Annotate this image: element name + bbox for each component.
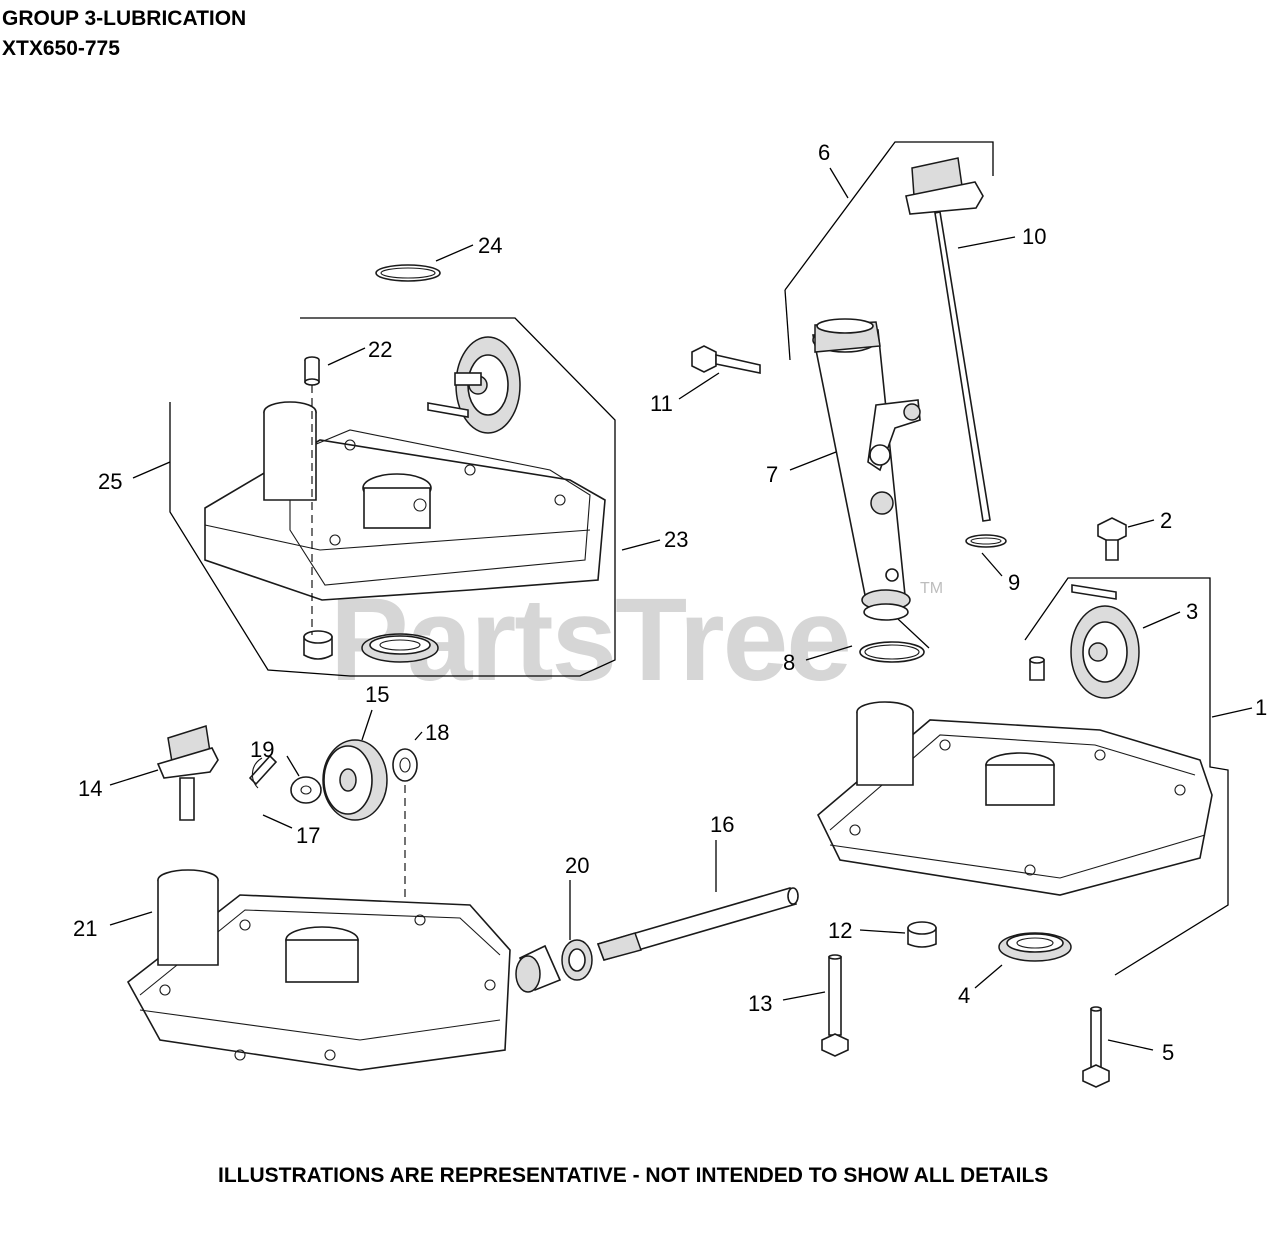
crankcase-cover-assembly-outline xyxy=(169,317,616,677)
callout-7: 7 xyxy=(766,462,778,487)
callout-8: 8 xyxy=(783,650,795,675)
callout-labels: 1 2 3 4 5 6 7 8 9 10 11 12 13 14 15 16 1… xyxy=(73,140,1267,1065)
callout-14: 14 xyxy=(78,776,102,801)
oil-fill-tube-7 xyxy=(812,318,921,621)
callout-24: 24 xyxy=(478,233,502,258)
bolt-5 xyxy=(1082,1006,1110,1088)
oil-seal-4 xyxy=(998,932,1072,962)
callout-25: 25 xyxy=(98,469,122,494)
washer-18 xyxy=(392,748,418,782)
disclaimer-note: ILLUSTRATIONS ARE REPRESENTATIVE - NOT I… xyxy=(218,1164,1049,1187)
dipstick-10 xyxy=(905,157,991,522)
governor-gear-3 xyxy=(1029,584,1140,699)
callout-9: 9 xyxy=(1008,570,1020,595)
oil-seal-upper-group xyxy=(361,633,439,663)
callout-2: 2 xyxy=(1160,508,1172,533)
callout-1: 1 xyxy=(1255,695,1267,720)
bolt-2 xyxy=(1097,517,1127,561)
callout-15: 15 xyxy=(365,682,389,707)
callout-21: 21 xyxy=(73,916,97,941)
right-crankcase-outline xyxy=(1024,577,1229,976)
bolt-11 xyxy=(691,345,761,374)
callout-13: 13 xyxy=(748,991,772,1016)
bolt-13 xyxy=(821,954,849,1057)
callout-19: 19 xyxy=(250,737,274,762)
o-ring-24 xyxy=(375,264,441,282)
callout-4: 4 xyxy=(958,983,970,1008)
oil-fill-cap-14 xyxy=(156,725,219,821)
callout-5: 5 xyxy=(1162,1040,1174,1065)
crankcase-cover-21 xyxy=(126,869,511,1071)
callout-23: 23 xyxy=(664,527,688,552)
o-ring-8 xyxy=(859,641,925,663)
oil-pan-upper xyxy=(204,401,606,601)
dowel-pin-22 xyxy=(304,356,320,386)
callout-22: 22 xyxy=(368,337,392,362)
watermark-trademark: TM xyxy=(920,580,943,597)
callout-16: 16 xyxy=(710,812,734,837)
callout-12: 12 xyxy=(828,918,852,943)
model-range: XTX650-775 xyxy=(2,37,120,60)
leader-lines xyxy=(109,167,1253,1051)
callout-17: 17 xyxy=(296,823,320,848)
callout-11: 11 xyxy=(650,391,673,416)
diagram-title: GROUP 3-LUBRICATION xyxy=(2,7,247,30)
callout-3: 3 xyxy=(1186,599,1198,624)
washer-19 xyxy=(290,776,322,804)
cotter-pin-17 xyxy=(248,754,278,789)
callout-10: 10 xyxy=(1022,224,1046,249)
plug-12 xyxy=(907,921,937,948)
callout-20: 20 xyxy=(565,853,589,878)
oil-pump-gear-15 xyxy=(322,739,388,821)
oil-pump-shaft-16 xyxy=(596,887,799,961)
crankcase-right-1 xyxy=(817,701,1213,896)
bearing-20 xyxy=(561,939,593,981)
governor-gear-upper xyxy=(427,336,521,434)
callout-6: 6 xyxy=(818,140,830,165)
o-ring-9 xyxy=(965,534,1007,548)
bushing xyxy=(515,944,562,993)
plug-lower-upper-group xyxy=(303,630,333,660)
callout-18: 18 xyxy=(425,720,449,745)
